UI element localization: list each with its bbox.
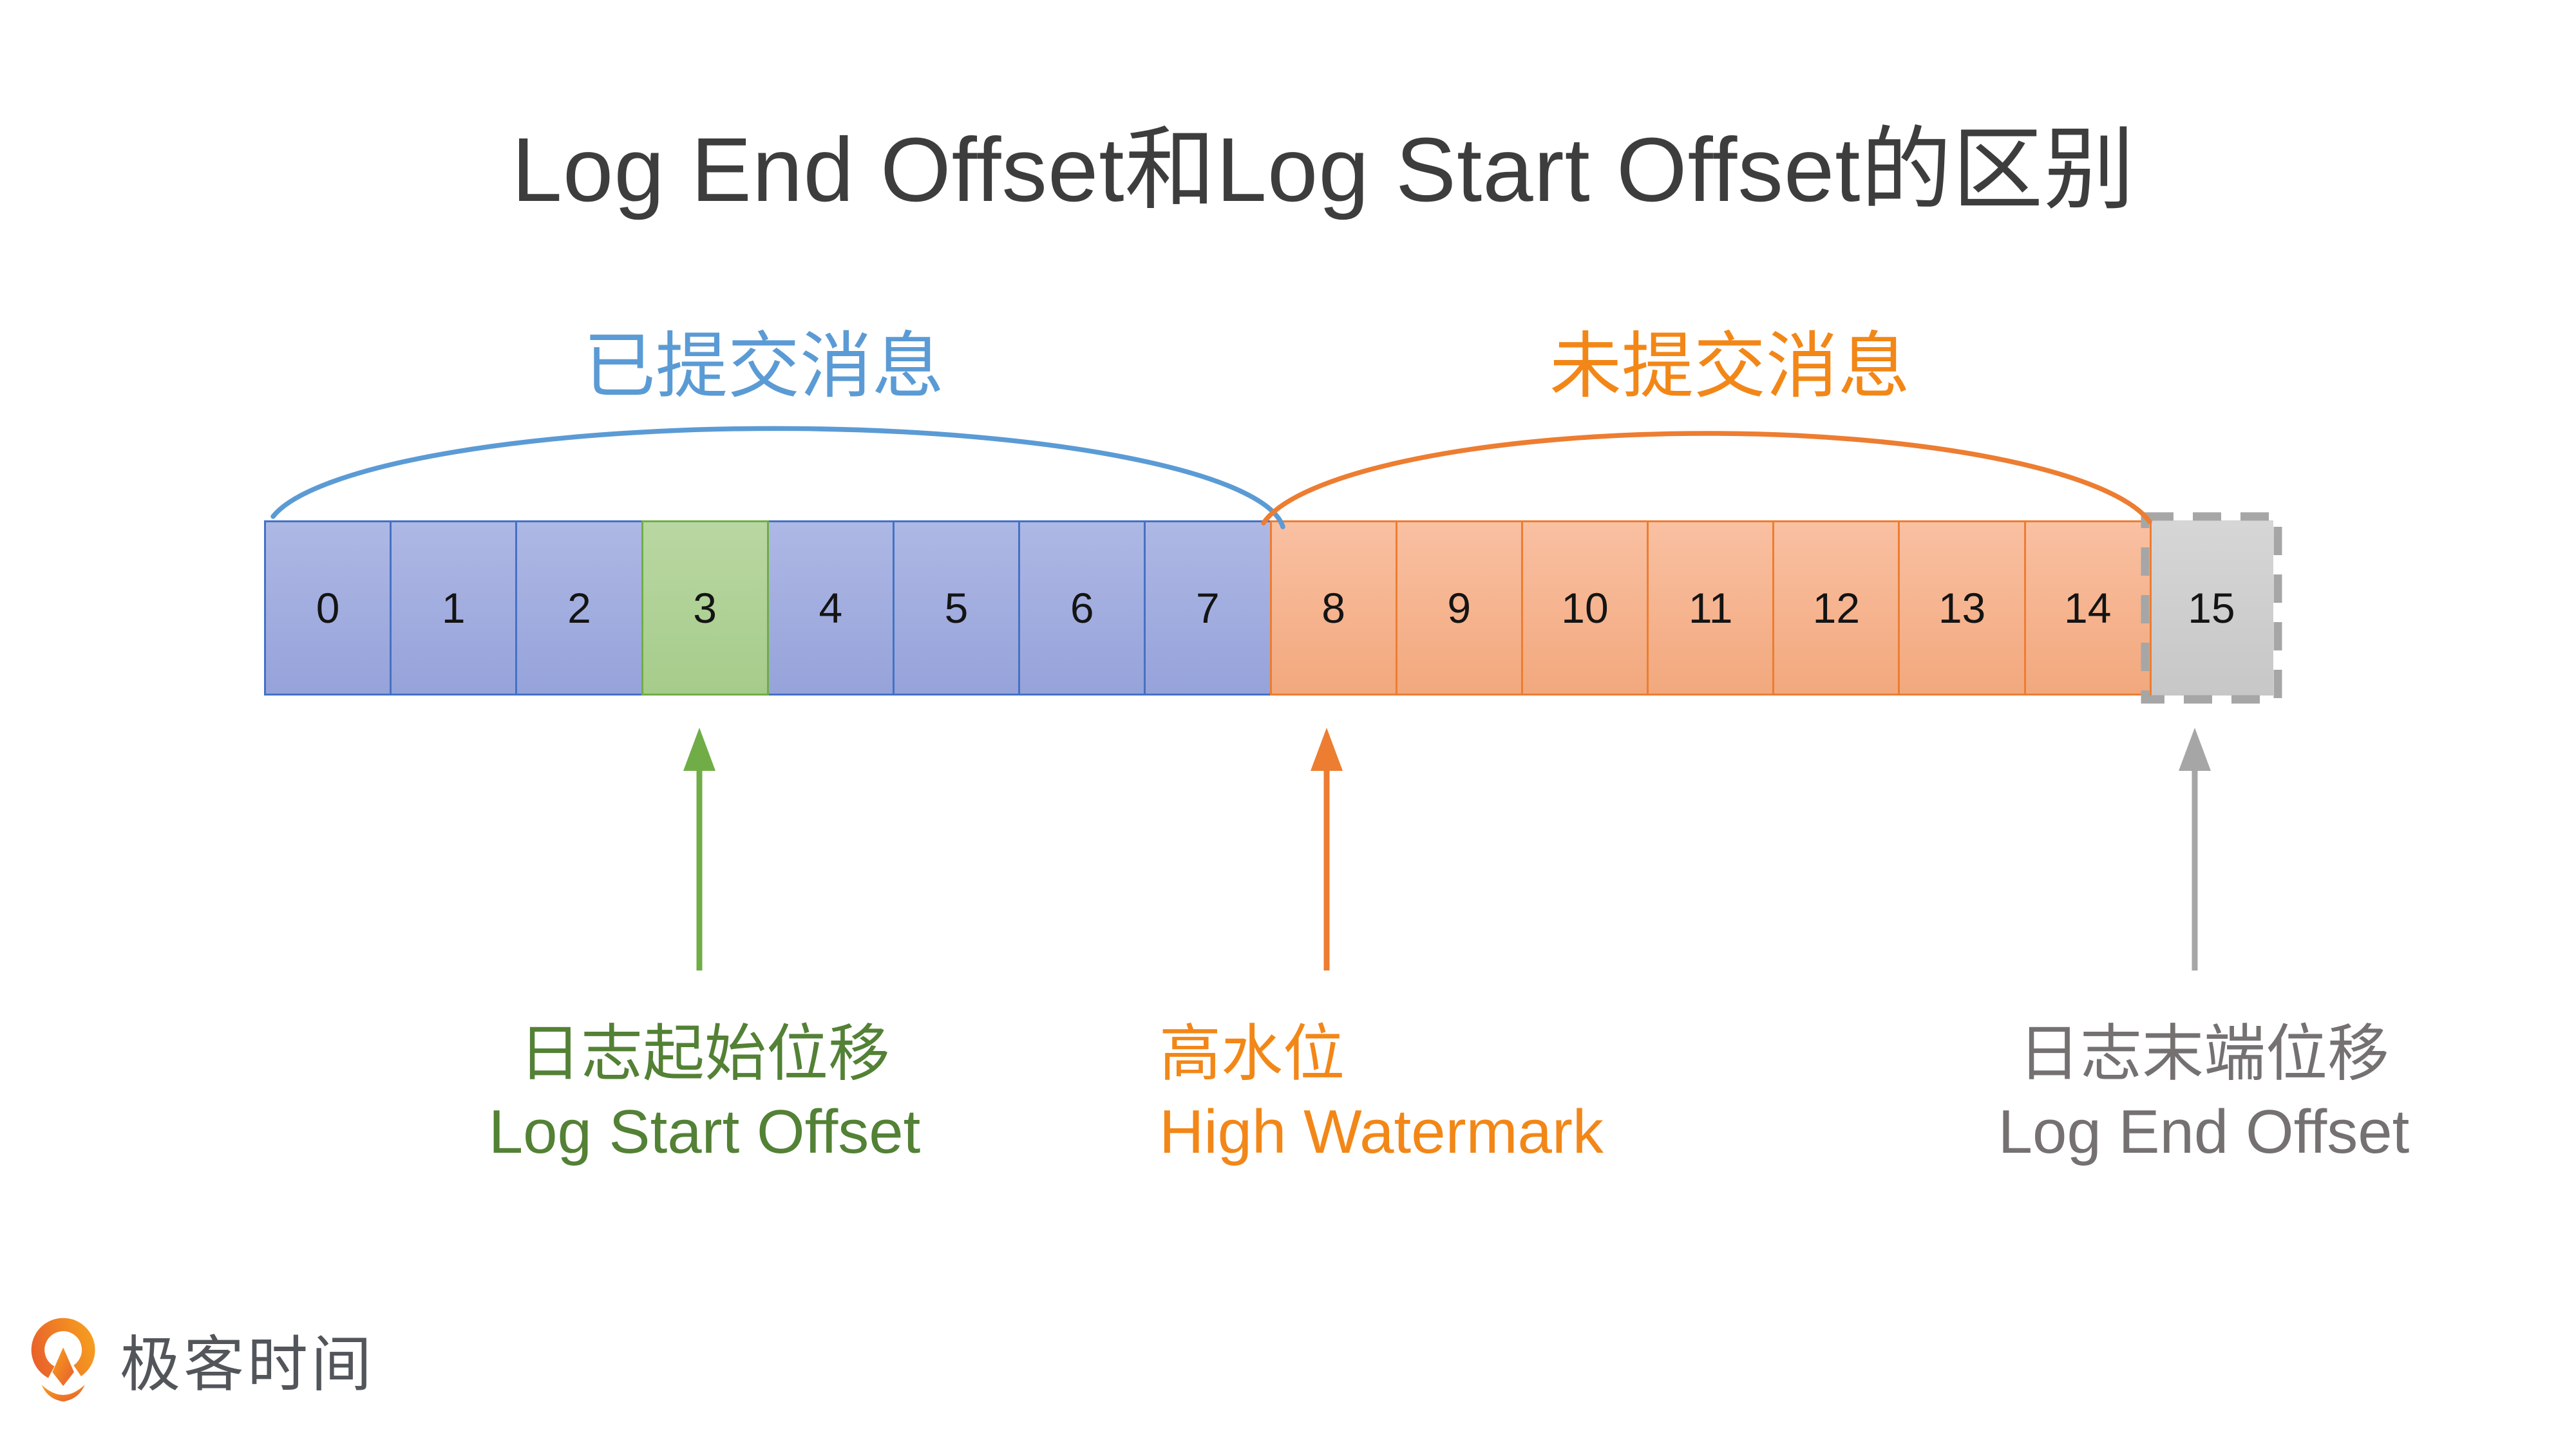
log-cell-11: 11 (1647, 520, 1775, 696)
log-cell-4: 4 (766, 520, 895, 696)
log-cell-9: 9 (1395, 520, 1523, 696)
log-segment-row: 0 1 2 3 4 5 6 7 8 9 10 11 12 13 14 15 (264, 520, 2273, 696)
log-cell-7: 7 (1144, 520, 1272, 696)
log-start-arrow-head (683, 728, 715, 771)
log-cell-12: 12 (1772, 520, 1900, 696)
committed-brace-arc (270, 426, 1285, 529)
high-watermark-annotation: 高水位 High Watermark (1159, 1015, 1604, 1171)
high-watermark-annotation-zh: 高水位 (1159, 1019, 1345, 1088)
log-end-annotation-zh: 日志末端位移 (2018, 1019, 2389, 1088)
geektime-logo: 极客时间 (28, 1312, 375, 1406)
log-cell-0: 0 (264, 520, 392, 696)
logo-crescent-shape (41, 1385, 85, 1402)
log-cell-1: 1 (390, 520, 518, 696)
high-watermark-arrow-head (1311, 728, 1343, 771)
log-cell-14: 14 (2023, 520, 2152, 696)
committed-messages-label: 已提交消息 (583, 326, 944, 406)
log-cell-13: 13 (1898, 520, 2026, 696)
uncommitted-messages-label: 未提交消息 (1549, 326, 1910, 406)
log-start-annotation-en: Log Start Offset (488, 1097, 921, 1166)
log-end-arrow-head (2179, 728, 2211, 771)
geektime-logo-icon (31, 1318, 95, 1402)
log-cell-5: 5 (892, 520, 1021, 696)
log-start-annotation-zh: 日志起始位移 (519, 1019, 890, 1088)
log-cell-10: 10 (1520, 520, 1649, 696)
log-cell-2: 2 (515, 520, 643, 696)
log-cell-15-log-end: 15 (2149, 520, 2273, 696)
uncommitted-brace-arc (1261, 431, 2152, 526)
log-cell-8: 8 (1269, 520, 1397, 696)
log-end-annotation-en: Log End Offset (1998, 1097, 2410, 1166)
log-start-annotation: 日志起始位移 Log Start Offset (489, 1015, 921, 1171)
log-end-annotation: 日志末端位移 Log End Offset (1998, 1015, 2410, 1171)
log-cell-6: 6 (1018, 520, 1146, 696)
geektime-logo-text: 极客时间 (120, 1331, 375, 1398)
high-watermark-annotation-en: High Watermark (1159, 1097, 1604, 1166)
logo-flame-shape (52, 1347, 74, 1387)
log-cell-3-log-start: 3 (641, 520, 769, 696)
page-title: Log End Offset和Log Start Offset的区别 (511, 118, 2136, 220)
